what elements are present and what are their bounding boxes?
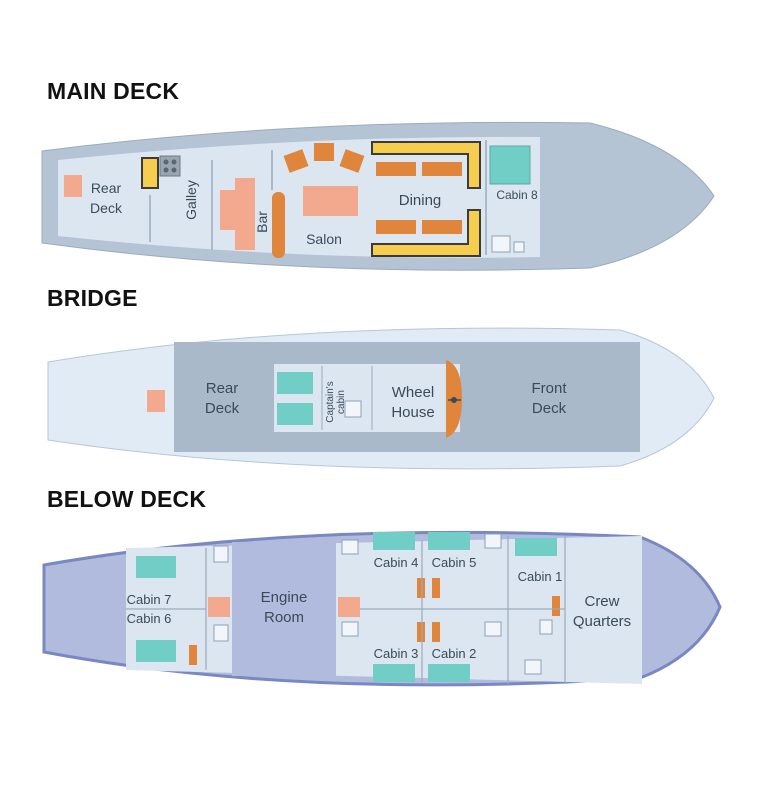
main-rear-deck-label-line1: Rear [91, 180, 122, 196]
crew-quarters-label-line2: Quarters [573, 613, 631, 630]
below-beds [136, 532, 557, 682]
stove-icon [159, 155, 181, 177]
main-rear-stairs [64, 175, 82, 197]
below-deck-plan: Cabin 7 Cabin 6 Engine Room Cabin 4 Cabi… [42, 530, 722, 687]
cabin-6-label: Cabin 6 [127, 611, 172, 626]
main-interior-walls [149, 140, 487, 255]
engine-room-label-line2: Room [264, 609, 304, 626]
salon-chairs [283, 143, 365, 173]
main-deck-title: MAIN DECK [47, 78, 180, 104]
wheel-house-label-line1: Wheel [392, 384, 435, 401]
below-deck-title: BELOW DECK [47, 486, 207, 512]
salon-sofa [303, 186, 358, 216]
bridge-rear-deck-label-line1: Rear [206, 380, 239, 397]
main-rear-deck-label-line2: Deck [90, 200, 123, 216]
below-bathrooms [213, 533, 553, 675]
bar-label: Bar [254, 211, 270, 233]
captains-cabin-label-line1: Captain's [325, 381, 336, 422]
galley-label: Galley [183, 180, 199, 220]
crew-quarters-label-line1: Crew [584, 593, 619, 610]
captains-cabin-label-line2: cabin [336, 390, 347, 414]
cabin-1-label: Cabin 1 [518, 569, 563, 584]
bridge-title: BRIDGE [47, 285, 138, 311]
below-interior-walls [126, 536, 566, 684]
main-deck-plan: Rear Deck Galley Bar Salon Dining Cabin … [41, 121, 715, 271]
front-deck-label-line2: Deck [532, 400, 567, 417]
dining-label: Dining [399, 192, 442, 209]
front-deck-label-line1: Front [531, 380, 567, 397]
cabin-3-label: Cabin 3 [374, 646, 419, 661]
captains-beds [277, 372, 313, 425]
below-wardrobes [189, 578, 560, 665]
bridge-plan: Rear Deck Captain's cabin Wheel House Fr… [47, 327, 715, 470]
salon-label: Salon [306, 231, 342, 247]
cabin-8-room [489, 145, 531, 253]
cabin-5-label: Cabin 5 [432, 555, 477, 570]
cabin-4-label: Cabin 4 [374, 555, 419, 570]
main-central-stairs [220, 178, 255, 250]
below-mid-stairs [338, 597, 360, 617]
cabin-2-label: Cabin 2 [432, 646, 477, 661]
bridge-rear-deck-label-line2: Deck [205, 400, 240, 417]
galley-counter [141, 157, 159, 189]
cabin-8-label: Cabin 8 [496, 188, 538, 202]
bridge-stairs [147, 390, 165, 412]
engine-room [232, 542, 336, 676]
cabin-7-label: Cabin 7 [127, 592, 172, 607]
below-aft-stairs [208, 597, 230, 617]
engine-room-label-line1: Engine [261, 589, 308, 606]
bar-counter [272, 192, 285, 258]
wheel-house-label-line2: House [391, 404, 434, 421]
dining-booths [371, 141, 481, 257]
